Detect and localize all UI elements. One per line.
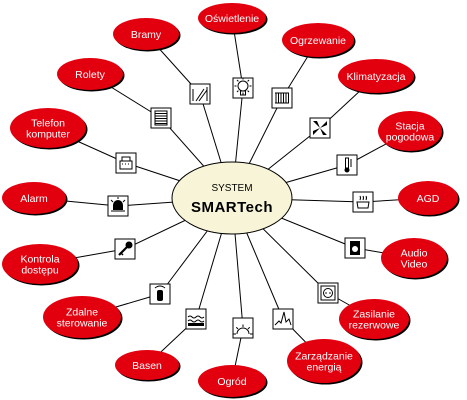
- blinds-icon: [150, 107, 172, 129]
- alarm-siren-icon: [107, 195, 129, 217]
- node-label: Alarm: [20, 193, 48, 205]
- node-ellipse: [115, 350, 179, 380]
- node-label: Ogród: [217, 376, 246, 388]
- category-nodes: OświetlenieOgrzewanieKlimatyzacjaStacjap…: [2, 3, 460, 399]
- node-label: energią: [306, 361, 341, 373]
- energy-graph-icon: [272, 308, 294, 330]
- node-label: Video: [401, 258, 428, 270]
- node-label: Oświetlenie: [205, 13, 259, 25]
- center-ellipse: [171, 161, 293, 235]
- cooking-pot-icon: [352, 191, 374, 213]
- node-ellipse: [378, 111, 442, 151]
- node-label: sterowanie: [57, 317, 108, 329]
- node-klimatyzacja: Klimatyzacja: [338, 59, 416, 95]
- node-label: Zarządzanie: [295, 350, 353, 362]
- node-label: Bramy: [131, 29, 162, 41]
- node-label: pogodowa: [386, 131, 435, 143]
- node-ellipse: [287, 339, 361, 383]
- thermometer-icon: [336, 154, 358, 176]
- node-ellipse: [282, 23, 354, 57]
- node-ellipse: [57, 58, 123, 90]
- center-node: SYSTEM SMARTech: [171, 161, 293, 235]
- node-label: Klimatyzacja: [347, 71, 406, 83]
- remote-control-icon: [149, 283, 171, 305]
- fan-icon: [309, 117, 331, 139]
- node-label: Ogrzewanie: [290, 35, 346, 47]
- gate-icon: [189, 83, 211, 105]
- center-brand: SMARTech: [191, 199, 273, 216]
- node-label: rezerwowe: [349, 319, 400, 331]
- node-basen: Basen: [115, 350, 181, 382]
- node-label: Zdalne: [66, 306, 98, 318]
- node-label: Telefon: [31, 117, 65, 129]
- node-ogrod: Ogród: [198, 365, 268, 399]
- node-ellipse: [43, 296, 121, 338]
- node-label: Zasilanie: [353, 308, 395, 320]
- node-label: dostępu: [21, 264, 59, 276]
- node-label: komputer: [26, 128, 70, 140]
- center-title: SYSTEM: [211, 183, 252, 194]
- node-ellipse: [338, 59, 414, 93]
- node-ellipse: [339, 299, 409, 339]
- node-ellipse: [381, 238, 447, 278]
- radiator-icon: [271, 87, 293, 109]
- node-alarm: Alarm: [2, 182, 68, 216]
- node-label: AGD: [417, 193, 440, 205]
- node-ellipse: [198, 365, 266, 397]
- speaker-icon: [344, 237, 366, 259]
- node-label: Basen: [132, 360, 162, 372]
- node-rolety: Rolety: [57, 58, 125, 92]
- sun-icon: [232, 317, 254, 339]
- node-bramy: Bramy: [113, 18, 181, 52]
- node-oswietlenie: Oświetlenie: [198, 3, 268, 35]
- lightbulb-icon: [232, 77, 254, 99]
- node-ellipse: [198, 3, 266, 33]
- node-ellipse: [10, 108, 86, 148]
- node-ogrzewanie: Ogrzewanie: [282, 23, 356, 59]
- node-label: Rolety: [75, 69, 106, 81]
- node-ellipse: [113, 18, 179, 50]
- node-label: Stacja: [395, 120, 424, 132]
- node-label: Kontrola: [20, 253, 59, 265]
- phone-icon: [115, 152, 137, 174]
- node-agd: AGD: [398, 181, 460, 217]
- node-label: Audio: [401, 247, 428, 259]
- power-socket-icon: [317, 282, 339, 304]
- node-ellipse: [2, 244, 78, 284]
- key-icon: [114, 238, 136, 260]
- pool-icon: [185, 308, 207, 330]
- icon-boxes: [107, 77, 374, 339]
- node-ellipse: [398, 181, 458, 215]
- node-ellipse: [2, 182, 66, 214]
